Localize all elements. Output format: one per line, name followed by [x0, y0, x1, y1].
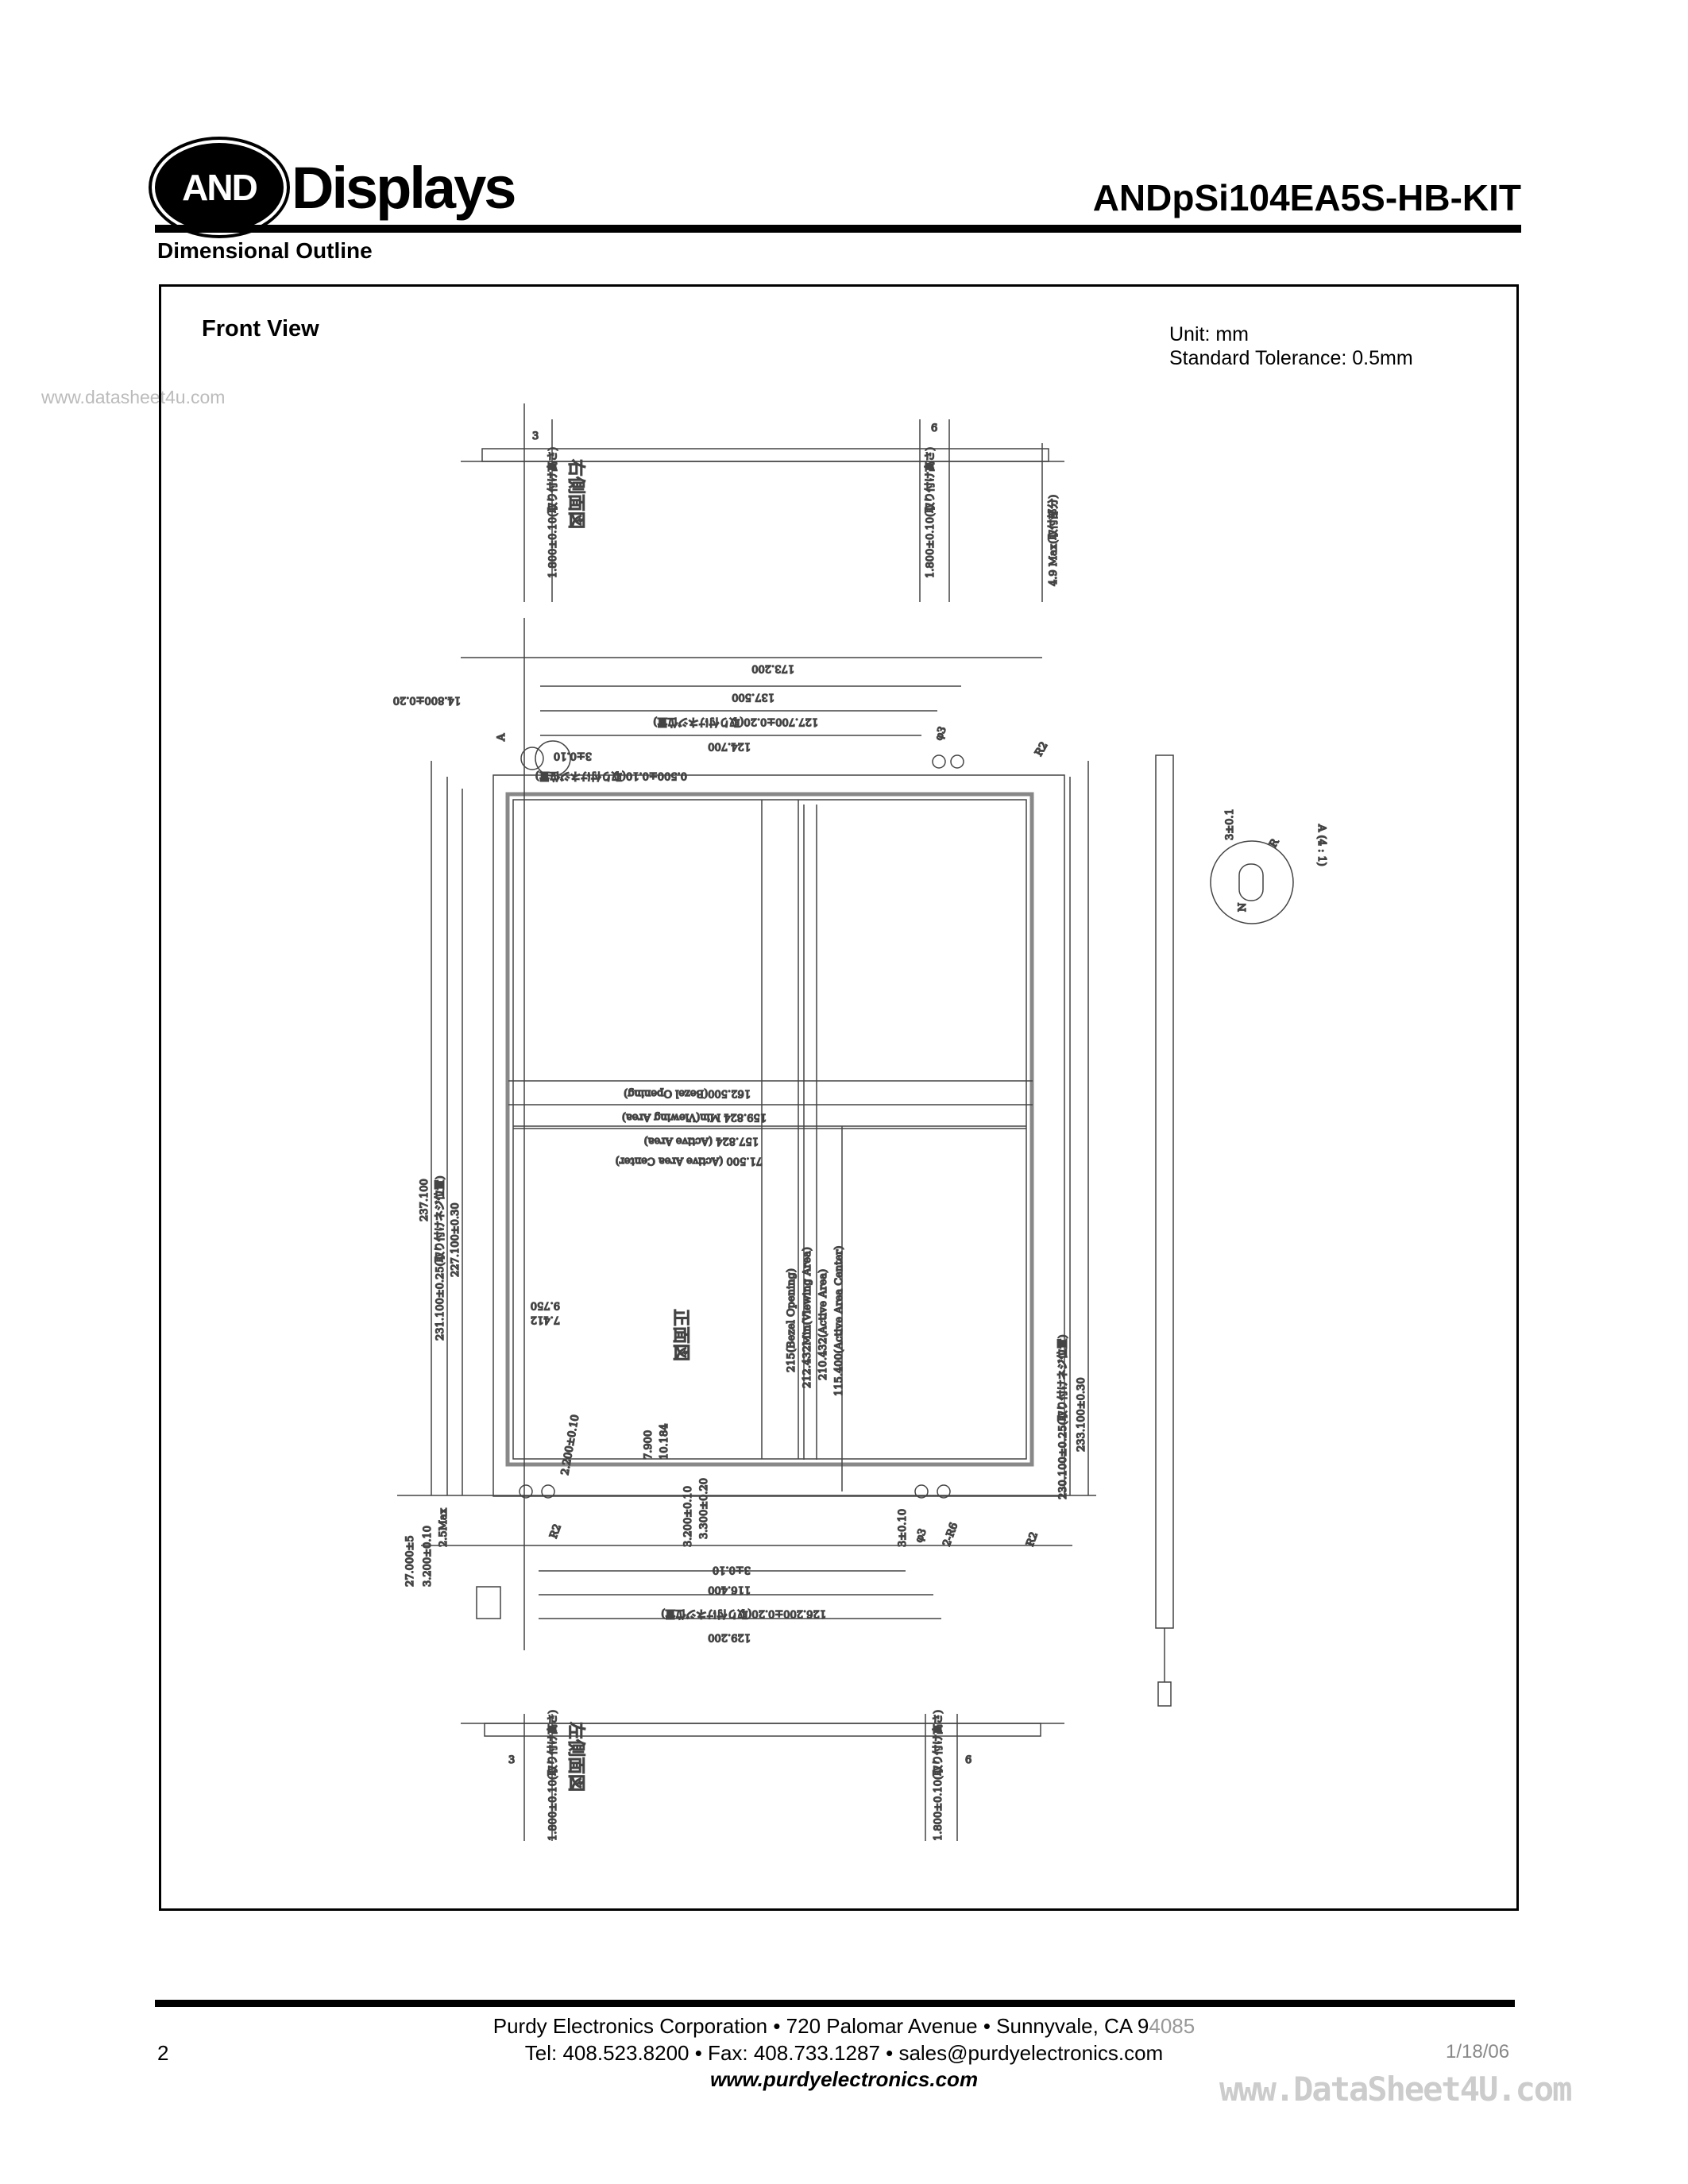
dim-label: 127.700±0.20(取り付けネジ位置) — [653, 716, 818, 727]
dim-label: 233.100±0.30 — [1076, 1377, 1087, 1452]
dim-label: 3±0.10 — [897, 1509, 909, 1547]
dim-label: 3±0.1 — [1224, 808, 1236, 840]
dim-label: 1.800±0.10(取り付け高さ) — [547, 1710, 559, 1841]
dim-label: 227.100±0.30 — [450, 1202, 462, 1277]
dim-label: 6 — [931, 423, 937, 434]
dim-label: 210.432(Active Area) — [817, 1269, 829, 1380]
dim-label: N — [1237, 903, 1249, 912]
dim-label: 1.800±0.10(取り付け高さ) — [924, 447, 937, 578]
logo-word: Displays — [292, 154, 516, 221]
dim-label: 2.200±0.10 — [559, 1414, 581, 1476]
dim-label: R2 — [1033, 740, 1050, 758]
address-tail: 4085 — [1149, 2014, 1196, 2038]
dim-label: 4.9 Max(取付部分) — [1048, 495, 1060, 586]
dim-label: 159.824 Min(Viewing Area) — [622, 1111, 767, 1123]
unit-note: Unit: mm Standard Tolerance: 0.5mm — [1169, 322, 1413, 370]
dim-label: R — [1267, 836, 1281, 850]
front-view: 173.200 137.500 127.700±0.20(取り付けネジ位置) 1… — [392, 618, 1096, 1650]
model-number: ANDpSi104EA5S-HB-KIT — [1092, 177, 1521, 218]
dim-label: 124.700 — [708, 740, 751, 752]
dim-label: 71.500 (Active Area Center) — [616, 1155, 763, 1167]
dim-label: 3±0.10 — [554, 750, 592, 762]
watermark-top: www.datasheet4u.com — [41, 387, 226, 407]
dim-label: 0.500±0.10(取り付けネジ位置) — [535, 770, 687, 781]
dim-label: 3.200±0.10 — [422, 1526, 434, 1587]
dim-label: φ3 — [933, 725, 949, 742]
footer-address: Purdy Electronics Corporation • 720 Palo… — [0, 2014, 1688, 2039]
page-number: 2 — [157, 2041, 169, 2065]
address-text: Purdy Electronics Corporation • 720 Palo… — [492, 2014, 1149, 2038]
label: 左側面図 — [566, 1722, 585, 1792]
dim-label: 3±0.10 — [713, 1564, 751, 1576]
dim-label: 157.824 (Active Area) — [644, 1135, 759, 1147]
dim-label: 137.500 — [732, 691, 774, 703]
dim-label: 212.432Min(Viewing Area) — [802, 1247, 813, 1388]
dim-label: 6 — [965, 1754, 971, 1766]
dim-label: 237.100 — [419, 1179, 431, 1221]
dim-label: A — [496, 733, 508, 742]
dim-label: φ3 — [914, 1527, 929, 1544]
detail-a: A (4 : 1) 3±0.1 R N — [1210, 808, 1328, 924]
dim-label: 3 — [532, 430, 539, 442]
drawing-frame — [159, 284, 1519, 1911]
dim-label: 129.200 — [708, 1631, 751, 1643]
dim-label: 2-R6 — [941, 1521, 961, 1548]
right-side-view: 右側面図 1.800±0.10(取り付け高さ) 1.800±0.10(取り付け高… — [461, 403, 1064, 602]
dim-label: 1.800±0.10(取り付け高さ) — [932, 1710, 944, 1841]
unit-text: Unit: mm — [1169, 323, 1249, 345]
dim-label: 3.300±0.20 — [698, 1478, 710, 1539]
tolerance-text: Standard Tolerance: 0.5mm — [1169, 347, 1413, 369]
footer-website[interactable]: www.purdyelectronics.com — [709, 2067, 979, 2091]
dim-label: 215(Bezel Opening) — [786, 1268, 798, 1372]
dim-label: 173.200 — [751, 662, 794, 674]
dim-label: 126.200±0.20(取り付けネジ位置) — [661, 1607, 826, 1619]
left-side-view: 左側面図 1.800±0.10(取り付け高さ) 1.800±0.10(取り付け高… — [461, 1709, 1064, 1842]
dim-label: 231.100±0.25(取り付けネジ位置) — [435, 1175, 446, 1341]
revision-date: 1/18/06 — [1446, 2041, 1510, 2062]
dim-label: 116.400 — [708, 1584, 751, 1596]
header-rule — [155, 225, 1521, 233]
dim-label: 1.800±0.10(取り付け高さ) — [547, 447, 559, 578]
dim-label: 10.184 — [659, 1424, 670, 1461]
view-title: Front View — [202, 316, 319, 341]
section-title: Dimensional Outline — [157, 238, 373, 263]
dim-label: 230.100±0.25(取り付けネジ位置) — [1057, 1334, 1069, 1499]
footer-rule — [155, 2000, 1515, 2007]
label: 正面図 — [670, 1309, 690, 1361]
label: 右側面図 — [566, 459, 585, 529]
dim-label: 27.000±5 — [404, 1535, 416, 1587]
logo-mark: AND — [155, 143, 284, 232]
dim-label: 7.900 — [643, 1430, 655, 1460]
dimensional-drawing: 右側面図 1.800±0.10(取り付け高さ) 1.800±0.10(取り付け高… — [392, 403, 1328, 1842]
dim-label: 115.400(Active Area Center) — [833, 1246, 845, 1396]
dim-label: 3 — [508, 1754, 515, 1766]
dim-label: 162.500(Bezel Opening) — [624, 1087, 751, 1099]
dim-label: R2 — [548, 1522, 564, 1540]
side-view-right — [1155, 754, 1174, 1707]
dim-label: 9.750 — [531, 1299, 560, 1311]
dim-label: 2.5Max — [438, 1507, 450, 1547]
footer-contact: Tel: 408.523.8200 • Fax: 408.733.1287 • … — [524, 2041, 1164, 2065]
dim-label: 7.412 — [531, 1314, 560, 1325]
dim-label: A (4 : 1) — [1315, 824, 1327, 866]
dim-label: 14.800±0.20 — [393, 694, 461, 706]
watermark-bottom: www.DataSheet4U.com — [1219, 2070, 1572, 2109]
dim-label: R2 — [1025, 1530, 1041, 1548]
dim-label: 3.200±0.10 — [682, 1486, 694, 1547]
and-displays-logo: AND Displays — [155, 143, 516, 232]
